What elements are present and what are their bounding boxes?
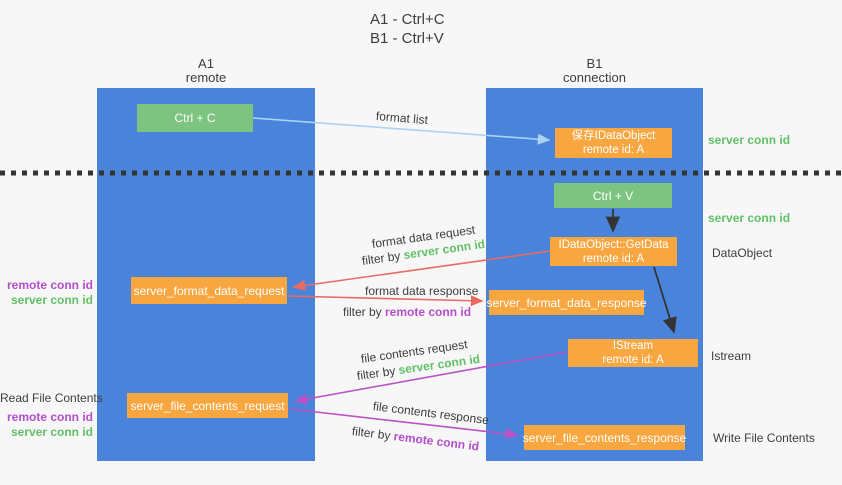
idataobject-getdata-box: IDataObject::GetData remote id: A <box>550 237 677 266</box>
left-server-conn-id-bottom-label: server conn id <box>10 425 93 439</box>
left-remote-conn-id-mid-label: remote conn id <box>6 278 93 292</box>
column-a1-subtitle: remote <box>185 70 227 85</box>
ctrl-v-box: Ctrl + V <box>554 183 672 208</box>
getdata-line1: IDataObject::GetData <box>558 238 669 251</box>
diagram-title: A1 - Ctrl+C B1 - Ctrl+V <box>370 10 445 48</box>
format-request-label: server_format_data_request <box>133 283 285 298</box>
filter-by-text: filter by <box>351 424 395 444</box>
save-idataobject-line1: 保存IDataObject <box>571 130 656 142</box>
server-format-data-response-box: server_format_data_response <box>486 290 647 315</box>
left-remote-conn-id-bottom-label: remote conn id <box>6 410 93 424</box>
column-b1-subtitle: connection <box>563 70 626 85</box>
dataobject-label: DataObject <box>712 246 773 260</box>
ctrl-c-label: Ctrl + C <box>174 111 216 125</box>
file-request-label: server_file_contents_request <box>130 398 285 413</box>
write-file-contents-label: Write File Contents <box>713 431 815 445</box>
server-file-contents-request-box: server_file_contents_request <box>127 393 288 418</box>
ctrl-c-box: Ctrl + C <box>137 104 253 132</box>
filter-by-remote-conn-id-label-2: filter by remote conn id <box>351 424 480 453</box>
column-header-b1: B1 connection <box>486 57 703 85</box>
remote-conn-id-text: remote conn id <box>385 305 472 319</box>
file-contents-response-label: file contents response <box>372 399 490 428</box>
column-header-a1: A1 remote <box>97 57 315 85</box>
title-line-a1: A1 - Ctrl+C <box>370 11 445 28</box>
left-server-conn-id-mid-label: server conn id <box>10 293 93 307</box>
column-b1-name: B1 <box>586 56 603 71</box>
istream-box: IStream remote id: A <box>568 339 698 367</box>
file-response-label: server_file_contents_response <box>522 430 687 445</box>
right-server-conn-id-top-label: server conn id <box>708 133 791 147</box>
filter-by-remote-conn-id-label-1: filter by remote conn id <box>343 305 471 319</box>
ctrl-v-label: Ctrl + V <box>592 188 634 203</box>
format-list-label: format list <box>375 109 429 128</box>
istream-line1: IStream <box>612 340 654 352</box>
istream-side-label: Istream <box>711 349 752 363</box>
column-a1-name: A1 <box>198 56 214 71</box>
read-file-contents-label: Read File Contents <box>0 391 103 405</box>
filter-by-text: filter by <box>356 363 400 383</box>
format-data-response-label: format data response <box>365 284 479 298</box>
istream-line2: remote id: A <box>602 354 664 366</box>
title-line-b1: B1 - Ctrl+V <box>370 30 444 47</box>
right-server-conn-id-mid-label: server conn id <box>708 211 791 225</box>
server-file-contents-response-box: server_file_contents_response <box>522 425 687 450</box>
save-idataobject-line2: remote id: A <box>582 144 645 156</box>
remote-conn-id-text: remote conn id <box>392 429 480 454</box>
getdata-line2: remote id: A <box>582 252 645 265</box>
save-idataobject-box: 保存IDataObject remote id: A <box>555 128 672 158</box>
server-format-data-request-box: server_format_data_request <box>131 277 287 304</box>
filter-by-text: filter by <box>343 305 386 319</box>
format-response-label: server_format_data_response <box>486 295 647 310</box>
filter-by-text: filter by <box>361 248 405 268</box>
